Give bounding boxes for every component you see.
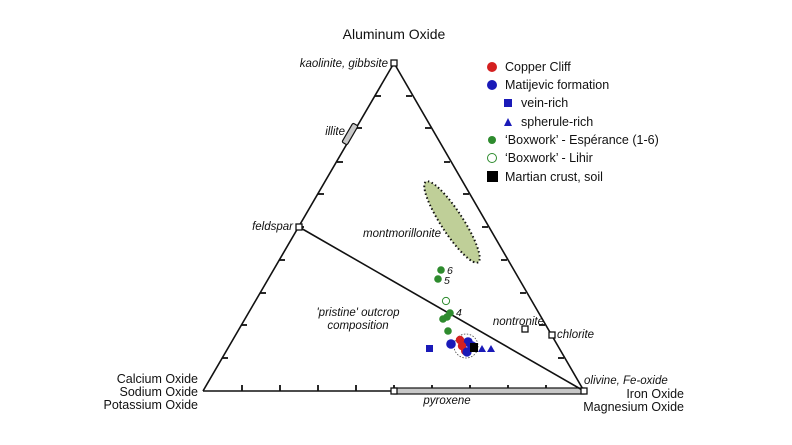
mineral-reference-markers	[295, 59, 588, 395]
blue-triangle-icon	[499, 115, 517, 129]
left-apex-label-2: Sodium Oxide	[119, 385, 198, 399]
top-apex-label: Aluminum Oxide	[343, 26, 446, 42]
legend-label: Martian crust, soil	[505, 169, 603, 184]
montmorillonite-field	[423, 180, 481, 264]
right-apex-label-1: Iron Oxide	[626, 387, 684, 401]
legend-item-esperance: ‘Boxwork’ - Espérance (1-6)	[483, 132, 659, 149]
legend-item-lihir: ‘Boxwork’ - Lihir	[483, 150, 659, 167]
legend-label: ‘Boxwork’ - Lihir	[505, 151, 593, 166]
spherule-rich-point	[478, 345, 486, 352]
right-apex-label-2: Magnesium Oxide	[583, 400, 684, 414]
legend-label: vein-rich	[521, 96, 569, 111]
pristine-label-line2: composition	[327, 320, 388, 332]
legend-label: spherule-rich	[521, 114, 594, 129]
olivine-label: olivine, Fe-oxide	[584, 375, 668, 387]
pyroxene-label: pyroxene	[422, 395, 470, 407]
legend-item-spherule-rich: spherule-rich	[483, 113, 659, 130]
legend-label: ‘Boxwork’ - Espérance (1-6)	[505, 133, 659, 148]
blue-square-icon	[499, 96, 517, 110]
legend-label: Copper Cliff	[505, 59, 571, 74]
legend-item-matijevic: Matijevic formation	[483, 76, 659, 93]
point-label-6: 6	[447, 265, 453, 277]
esperance-point-5	[434, 275, 442, 283]
left-apex-label-3: Potassium Oxide	[104, 398, 199, 412]
pyroxene-end-marker	[390, 387, 398, 395]
olivine-marker	[580, 387, 588, 395]
spherule-rich-point	[487, 345, 495, 352]
kaolinite-marker	[390, 59, 398, 67]
pristine-label-line1: 'pristine' outcrop	[316, 307, 400, 319]
legend-item-martian-crust: Martian crust, soil	[483, 168, 659, 185]
esperance-point-6	[437, 266, 445, 274]
chlorite-marker	[548, 331, 556, 339]
left-apex-label-1: Calcium Oxide	[117, 372, 198, 386]
point-label-4: 4	[456, 307, 462, 319]
black-square-icon	[483, 170, 501, 184]
lihir-point	[441, 296, 451, 306]
feldspar-olivine-line	[298, 226, 585, 392]
nontronite-marker	[521, 325, 529, 333]
vein-rich-point	[426, 345, 433, 352]
legend-label: Matijevic formation	[505, 77, 610, 92]
legend-item-vein-rich: vein-rich	[483, 95, 659, 112]
illite-bar	[341, 122, 359, 146]
left-edge-ticks	[222, 95, 381, 359]
montmorillonite-label: montmorillonite	[363, 228, 441, 240]
matijevic-point	[462, 347, 472, 357]
pyroxene-bar	[393, 387, 585, 395]
chlorite-label: chlorite	[557, 329, 594, 341]
legend: Copper Cliff Matijevic formation vein-ri…	[483, 58, 659, 187]
feldspar-label: feldspar	[252, 221, 294, 233]
right-edge-ticks	[406, 95, 564, 359]
feldspar-marker	[295, 223, 303, 231]
esperance-point	[439, 315, 447, 323]
blue-circle-icon	[483, 78, 501, 92]
esperance-point	[444, 327, 452, 335]
matijevic-point	[446, 339, 456, 349]
martian-crust-point	[470, 343, 478, 352]
data-points	[426, 266, 495, 359]
legend-item-copper-cliff: Copper Cliff	[483, 58, 659, 75]
kaolinite-label: kaolinite, gibbsite	[300, 58, 388, 70]
green-circle-icon	[483, 133, 501, 147]
open-green-circle-icon	[483, 151, 501, 165]
point-label-5: 5	[444, 275, 450, 287]
illite-label: illite	[325, 126, 345, 138]
red-circle-icon	[483, 60, 501, 74]
nontronite-label: nontronite	[493, 316, 544, 328]
